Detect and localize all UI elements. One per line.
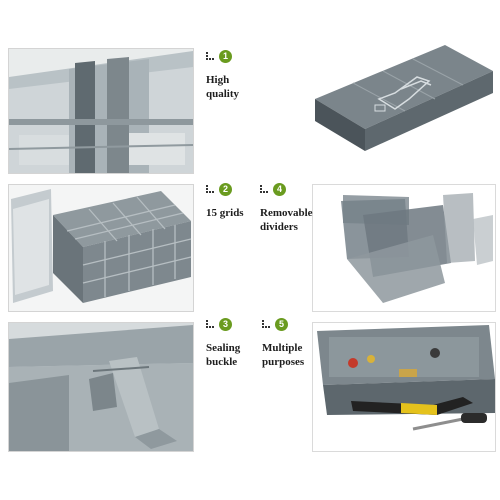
panel-sealing-buckle [8, 322, 194, 452]
feature-4: 4 Removable dividers [260, 183, 320, 235]
feature-label: High quality [206, 74, 240, 100]
panel-15-grids [8, 184, 194, 312]
number-badge: 2 [219, 183, 232, 196]
feature-label: Multiple purposes [262, 342, 305, 368]
panel-multiple-purposes [312, 322, 496, 452]
number-badge: 4 [273, 183, 286, 196]
feature-label: Sealing buckle [206, 342, 241, 368]
feature-1: 1 High quality [206, 50, 296, 102]
closed-box-photo [315, 45, 493, 151]
dots-icon [206, 52, 214, 60]
feature-3: 3 Sealing buckle [206, 318, 266, 370]
number-badge: 5 [275, 318, 288, 331]
number-badge: 3 [219, 318, 232, 331]
dots-icon [260, 185, 268, 193]
dots-icon [262, 320, 270, 328]
closeup-photo [9, 49, 193, 173]
tools-photo [313, 323, 495, 451]
dots-icon [206, 320, 214, 328]
dots-icon [206, 185, 214, 193]
feature-2: 2 15 grids [206, 183, 266, 223]
panel-removable-dividers [312, 184, 496, 312]
panel-high-quality-closeup [8, 48, 194, 174]
panel-closed-box [312, 40, 496, 182]
feature-label: Removable dividers [260, 207, 313, 233]
feature-5: 5 Multiple purposes [262, 318, 312, 370]
number-badge: 1 [219, 50, 232, 63]
dividers-photo [313, 185, 495, 311]
feature-label: 15 grids [206, 207, 244, 219]
buckle-photo [9, 323, 193, 451]
open-box-photo [9, 185, 193, 311]
